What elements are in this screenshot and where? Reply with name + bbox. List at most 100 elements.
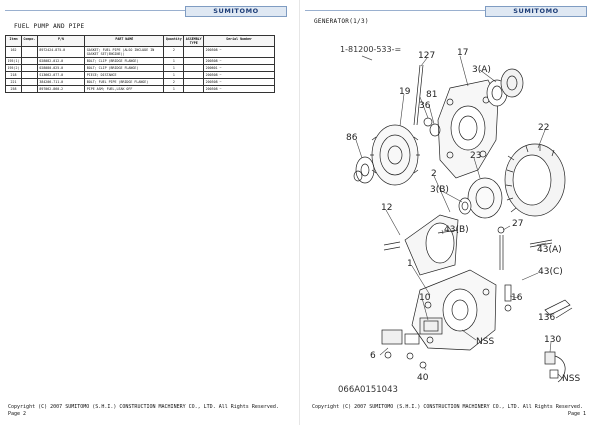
- callout-40: 40: [417, 373, 429, 383]
- callout-nss-center: NSS: [476, 337, 494, 347]
- callout-43a: 43(A): [537, 245, 562, 255]
- cell-item: 195(1): [5, 57, 22, 65]
- cell-part-name: BOLT; FUEL PIPE (BRIDGE FLANGE): [84, 78, 165, 86]
- rotor-part: [467, 177, 503, 219]
- cell-part-name: GASKET; FUEL PIPE (ALSO INCLUDE IN GASKE…: [84, 46, 165, 58]
- cell-serial: 200508 ~: [203, 57, 275, 65]
- page-number: Page 1: [568, 411, 587, 417]
- rotor-assembly-part: [383, 214, 459, 276]
- stator-part: [504, 143, 566, 217]
- callout-10: 10: [419, 293, 431, 303]
- cell-pn: 028080-025-0: [36, 64, 86, 72]
- copyright-notice: Copyright (C) 2007 SUMITOMO (S.H.I.) CON…: [8, 404, 279, 410]
- regulator-part: [419, 317, 443, 335]
- cell-assembly-type: [183, 46, 205, 58]
- callout-130: 130: [544, 335, 561, 345]
- cell-part-name: BOLT; CLIP (BRIDGE FLANGE): [84, 57, 165, 65]
- parts-table: Item Compo. P/N PART NAME Quantity ASSEM…: [5, 35, 275, 93]
- cell-item: 258: [5, 85, 22, 93]
- callout-6: 6: [370, 351, 376, 361]
- callout-22: 22: [538, 123, 549, 133]
- callout-2: 2: [431, 169, 437, 179]
- assembly-part-number: 1-81200-533-=: [340, 45, 401, 54]
- page-title: GENERATOR(1/3): [314, 18, 369, 25]
- front-cover-part: [437, 79, 499, 179]
- callout-19: 19: [399, 87, 411, 97]
- callout-86: 86: [346, 133, 358, 143]
- bolt-43b-part: [437, 229, 459, 234]
- cell-part-name: BOLT; CLIP (BRIDGE FLANGE): [84, 64, 165, 72]
- table-row: 162 8972424-875-0 GASKET; FUEL PIPE (ALS…: [5, 46, 275, 58]
- col-header-pn: P/N: [36, 35, 86, 47]
- callout-1: 1: [407, 259, 413, 269]
- table-row: 258 897062-860-2 PIPE ASM; FUEL,LEAK OFF…: [5, 85, 275, 93]
- washer-81-part: [423, 117, 433, 127]
- callout-27: 27: [512, 219, 523, 229]
- callout-17: 17: [457, 48, 468, 58]
- cell-pn: 8972424-875-0: [36, 46, 86, 58]
- col-header-assembly-type: ASSEMBLY TYPE: [183, 35, 205, 47]
- cell-serial: 200508 ~: [203, 71, 275, 79]
- screw-40-part: [419, 361, 427, 369]
- cell-quantity: 1: [163, 64, 185, 72]
- cell-quantity: 1: [163, 85, 185, 93]
- header-rule: [305, 10, 485, 11]
- bolt-127-part: [413, 64, 424, 126]
- callout-36: 36: [419, 101, 431, 111]
- callout-nss-right: NSS: [562, 374, 580, 384]
- callout-16: 16: [511, 293, 523, 303]
- cell-assembly-type: [183, 57, 205, 65]
- cell-assembly-type: [183, 64, 205, 72]
- spacer-36-part: [429, 123, 441, 137]
- cell-assembly-type: [183, 85, 205, 93]
- cell-pn: S13662-077-0: [36, 71, 86, 79]
- cell-pn: 897062-860-2: [36, 85, 86, 93]
- cell-part-name: PIPE ASM; FUEL,LEAK OFF: [84, 85, 165, 93]
- cell-item: 162: [5, 46, 22, 58]
- callout-23: 23: [470, 151, 481, 161]
- cell-pn: 384206-711-0: [36, 78, 86, 86]
- callout-136: 136: [538, 313, 555, 323]
- cell-compo: [20, 78, 38, 86]
- page-number: Page 2: [8, 411, 27, 417]
- col-header-serial: Serial Number: [203, 35, 275, 47]
- exploded-diagram: 1-81200-533-=: [338, 45, 580, 395]
- callout-3a: 3(A): [472, 65, 491, 75]
- table-header-row: Item Compo. P/N PART NAME Quantity ASSEM…: [5, 35, 275, 47]
- cell-serial: 200508 ~: [203, 85, 275, 93]
- table-row: 218 S13662-077-0 PIECE; DISTANCE 1 20050…: [5, 71, 275, 79]
- callout-12: 12: [381, 203, 392, 213]
- cell-compo: [20, 71, 38, 79]
- cell-item: 221: [5, 78, 22, 86]
- table-row: 221 384206-711-0 BOLT; FUEL PIPE (BRIDGE…: [5, 78, 275, 86]
- callout-43c: 43(C): [538, 267, 563, 277]
- cell-serial: 200601 ~: [203, 64, 275, 72]
- page-title: FUEL PUMP AND PIPE: [14, 23, 85, 30]
- terminal-parts-16: [504, 284, 512, 312]
- col-header-quantity: Quantity: [163, 35, 185, 47]
- callout-127: 127: [418, 51, 435, 61]
- brush-holder-part: [381, 329, 420, 360]
- col-header-compo: Compo.: [20, 35, 38, 47]
- cell-quantity: 1: [163, 71, 185, 79]
- cell-quantity: 2: [163, 46, 185, 58]
- callout-81: 81: [426, 90, 437, 100]
- figure-id: 066A0151043: [338, 385, 398, 395]
- cell-quantity: 2: [163, 78, 185, 86]
- cell-compo: [20, 46, 38, 58]
- right-page: SUMITOMO GENERATOR(1/3) 1-81200-533-=: [300, 0, 600, 425]
- left-page: SUMITOMO FUEL PUMP AND PIPE Item Compo. …: [5, 6, 287, 417]
- brand-logo: SUMITOMO: [485, 6, 587, 17]
- cell-part-name: PIECE; DISTANCE: [84, 71, 165, 79]
- retainer-plate-part: [500, 68, 524, 98]
- brand-logo: SUMITOMO: [185, 6, 287, 17]
- rod-136-part: [544, 299, 573, 319]
- table-row: 195(2) 028080-025-0 BOLT; CLIP (BRIDGE F…: [5, 64, 275, 72]
- cell-assembly-type: [183, 71, 205, 79]
- cell-item: 218: [5, 71, 22, 79]
- cell-compo: [20, 64, 38, 72]
- cell-item: 195(2): [5, 64, 22, 72]
- fan-part: [353, 156, 375, 184]
- cell-quantity: 1: [163, 57, 185, 65]
- cell-assembly-type: [183, 78, 205, 86]
